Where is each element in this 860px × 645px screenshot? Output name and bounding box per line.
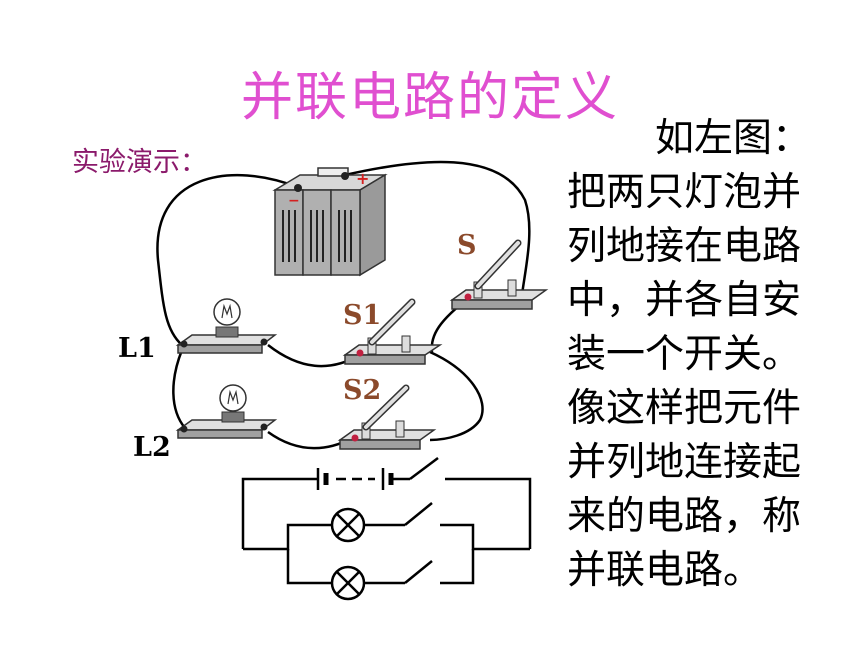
schematic-left-wire [241,477,318,549]
branch1-right [440,523,530,551]
wire-battery-s [344,160,531,296]
switch-s1-symbol [404,502,433,526]
description-line: 中，并各自安 [567,278,802,323]
description-text: 如左图： 把两只灯泡并 列地接在电路 中，并各自安 装一个开关。 像这样把元件 … [567,112,837,598]
switch-s1-label: S1 [343,300,382,331]
description-line: 如左图： [655,116,812,161]
description-line: 像这样把元件 [567,386,802,431]
wire-battery-l1 [156,173,301,346]
description-line: 把两只灯泡并 [567,170,802,215]
battery-minus-sign: − [288,193,300,209]
wire-s1-s2 [429,350,484,442]
switch-s2-label: S2 [343,375,382,406]
branch2-left [286,549,332,585]
switch-s2 [337,384,437,450]
circuit-schematic [241,457,532,601]
demo-label: 实验演示： [72,147,207,178]
branch1-left [243,523,332,551]
branch2-right [440,549,475,585]
schematic-right-wire [445,477,532,549]
description-line: 装一个开关。 [567,332,802,377]
lamp-l1-label: L1 [118,333,156,364]
battery-plus-sign: + [356,169,369,188]
description-line: 并联电路。 [567,548,763,593]
slide-title: 并联电路的定义 [240,68,619,128]
description-line: 来的电路，称 [567,494,802,539]
description-line: 列地接在电路 [567,224,802,269]
wire-l1-l2 [172,349,186,429]
description-line: 并列地连接起 [567,440,802,485]
switch-s2-symbol [404,560,433,584]
lamp-l1 [175,298,278,354]
lamp-l2 [175,384,278,439]
switch-s-label: S [457,230,477,261]
battery: − + [272,167,388,277]
switch-s [449,239,549,310]
switch-s1 [342,298,443,365]
switch-s-symbol [409,457,439,480]
lamp-l2-label: L2 [133,432,171,463]
